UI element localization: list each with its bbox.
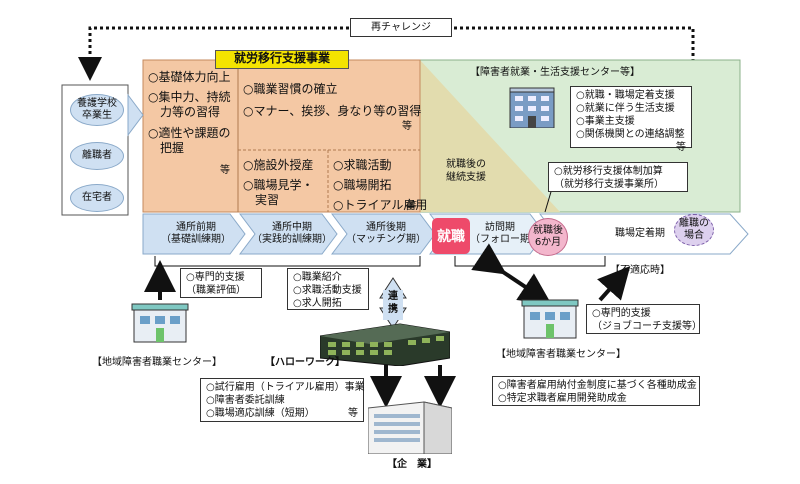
timeline-early <box>142 213 246 255</box>
orange-left-item-3: ○適性や課題の 把握 <box>148 126 231 155</box>
center-title: 【障害者就業・生活支援センター等】 <box>470 67 640 78</box>
nonadapt-label: 【不適応時】 <box>610 265 670 276</box>
employment-badge: 就職 <box>432 218 470 254</box>
orange-bottom-b-3: ○トライアル雇用 <box>333 198 428 212</box>
orange-left-etc: 等 <box>220 165 230 176</box>
retention-region <box>420 60 560 212</box>
timeline-middle <box>239 213 338 255</box>
vocational-right-label: 【地域障害者職業センター】 <box>496 349 626 360</box>
rechallenge-label: 再チャレンジ <box>350 18 452 37</box>
hellowork-label: 【ハローワーク】 <box>265 357 345 368</box>
center-item-3: ○事業主支援 <box>576 116 635 127</box>
timeline-retention-label: 職場定着期 <box>615 228 665 239</box>
orange-bottom-a-1: ○施設外授産 <box>243 158 314 172</box>
company-left-etc: 等 <box>348 408 358 419</box>
hellowork-item-1: ○職業紹介 <box>293 272 342 283</box>
orange-mid-item-2: ○マナー、挨拶、身なり等の習得 <box>243 104 422 118</box>
source-job-leavers: 離職者 <box>70 142 124 170</box>
timeline-late-label: 通所後期 （マッチング期） <box>346 222 426 245</box>
program-title: 就労移行支援事業 <box>215 50 349 69</box>
orange-bottom-b-etc: 等 <box>407 201 417 212</box>
company-left-item-3: ○職場適応訓練（短期） <box>206 408 315 419</box>
support-center-building-icon <box>506 84 558 129</box>
center-items-box: ○就職・職場定着支援 ○就業に伴う生活支援 ○事業主支援 ○関係機関との連絡調整… <box>570 86 692 153</box>
center-item-2: ○就業に伴う生活支援 <box>576 103 675 114</box>
company-right-box: ○障害者雇用納付金制度に基づく各種助成金 ○特定求職者雇用開発助成金 <box>492 376 700 406</box>
center-items-etc: 等 <box>676 142 686 153</box>
company-left-item-2: ○障害者委託訓練 <box>206 395 285 406</box>
company-label: 【企 業】 <box>387 459 437 470</box>
orange-left-item-1: ○基礎体力向上 <box>148 70 231 84</box>
orange-mid-item-1: ○職業習慣の確立 <box>243 82 338 96</box>
cooperation-label: 連 携 <box>388 291 398 315</box>
hellowork-item-3: ○求人開拓 <box>293 298 342 309</box>
separation-badge: 離職の 場合 <box>674 214 714 246</box>
vocational-left-box: ○専門的支援 （職業評価） <box>180 268 262 298</box>
timeline-middle-label: 通所中期 （実践的訓練期） <box>252 222 332 245</box>
orange-left-item-2: ○集中力、持続 力等の習得 <box>148 90 231 119</box>
vocational-left-label: 【地域障害者職業センター】 <box>92 357 222 368</box>
hellowork-item-2: ○求職活動支援 <box>293 285 362 296</box>
company-building-icon <box>367 398 453 455</box>
six-months-badge: 就職後 6か月 <box>528 218 568 256</box>
retention-support-label: 就職後の 継続支援 <box>446 159 486 183</box>
hellowork-items-box: ○職業紹介 ○求職活動支援 ○求人開拓 <box>287 268 369 310</box>
timeline-followup-label: 訪問期 （フォロー期） <box>470 222 540 245</box>
orange-bottom-b-2: ○職場開拓 <box>333 178 392 192</box>
company-right-item-2: ○特定求職者雇用開発助成金 <box>498 393 627 404</box>
source-home-bound: 在宅者 <box>70 184 124 212</box>
source-school-graduates: 養護学校 卒業生 <box>70 94 124 126</box>
vocational-left-building-icon <box>130 300 190 344</box>
orange-bottom-a-2: ○職場見学・ 実習 <box>243 178 314 207</box>
center-item-1: ○就職・職場定着支援 <box>576 90 675 101</box>
company-left-box: ○試行雇用（トライアル雇用）事業 ○障害者委託訓練 ○職場適応訓練（短期） 等 <box>200 378 365 422</box>
program-region <box>142 59 421 213</box>
company-left-item-1: ○試行雇用（トライアル雇用）事業 <box>206 382 365 393</box>
vocational-right-building-icon <box>520 296 580 340</box>
center-item-4: ○関係機関との連絡調整 <box>576 129 685 140</box>
timeline-early-label: 通所前期 （基礎訓練期） <box>161 222 231 245</box>
hellowork-building-icon <box>319 318 451 367</box>
orange-bottom-b-1: ○求職活動 <box>333 158 392 172</box>
orange-mid-etc: 等 <box>402 121 412 132</box>
company-right-item-1: ○障害者雇用納付金制度に基づく各種助成金 <box>498 380 697 391</box>
addition-box: ○就労移行支援体制加算 （就労移行支援事業所） <box>548 162 688 192</box>
vocational-right-box: ○専門的支援 （ジョブコーチ支援等） <box>586 304 702 334</box>
timeline-late <box>331 213 436 255</box>
